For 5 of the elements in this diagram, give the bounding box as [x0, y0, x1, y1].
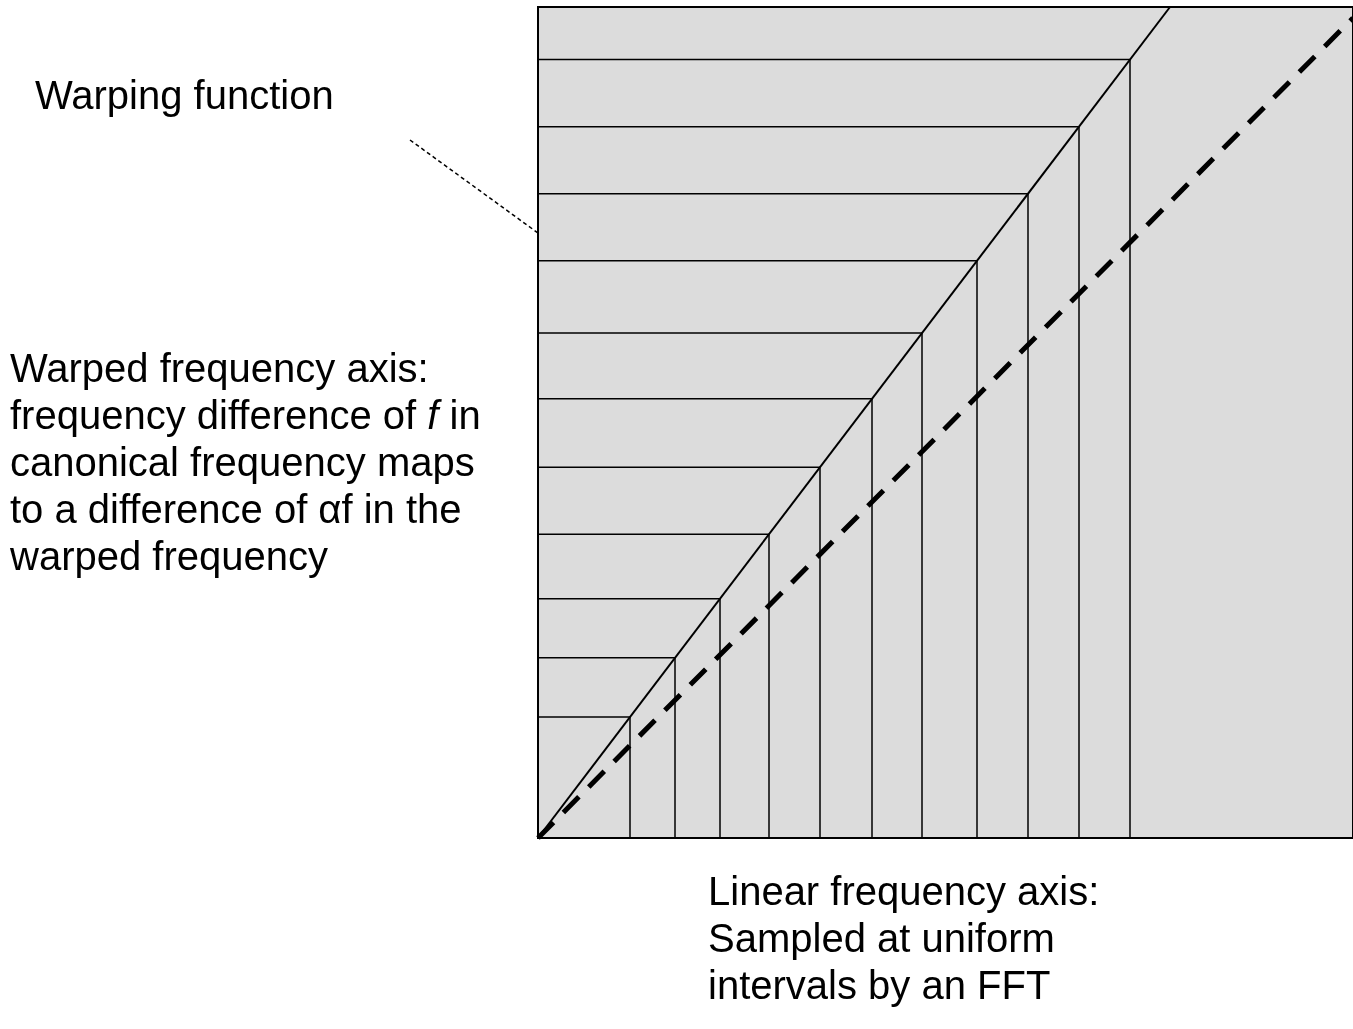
- callout-text: Warping function: [35, 72, 334, 119]
- warping-function-line: [537, 6, 1171, 839]
- axis-description: Linear frequency axis: Sampled at uniform intervals by an FFT: [708, 868, 1101, 1009]
- axis-description: Warped frequency axis: frequency difference of f in canonical frequency maps to a difference of αf in the warped frequency: [10, 345, 482, 580]
- leader-line: [409, 139, 539, 234]
